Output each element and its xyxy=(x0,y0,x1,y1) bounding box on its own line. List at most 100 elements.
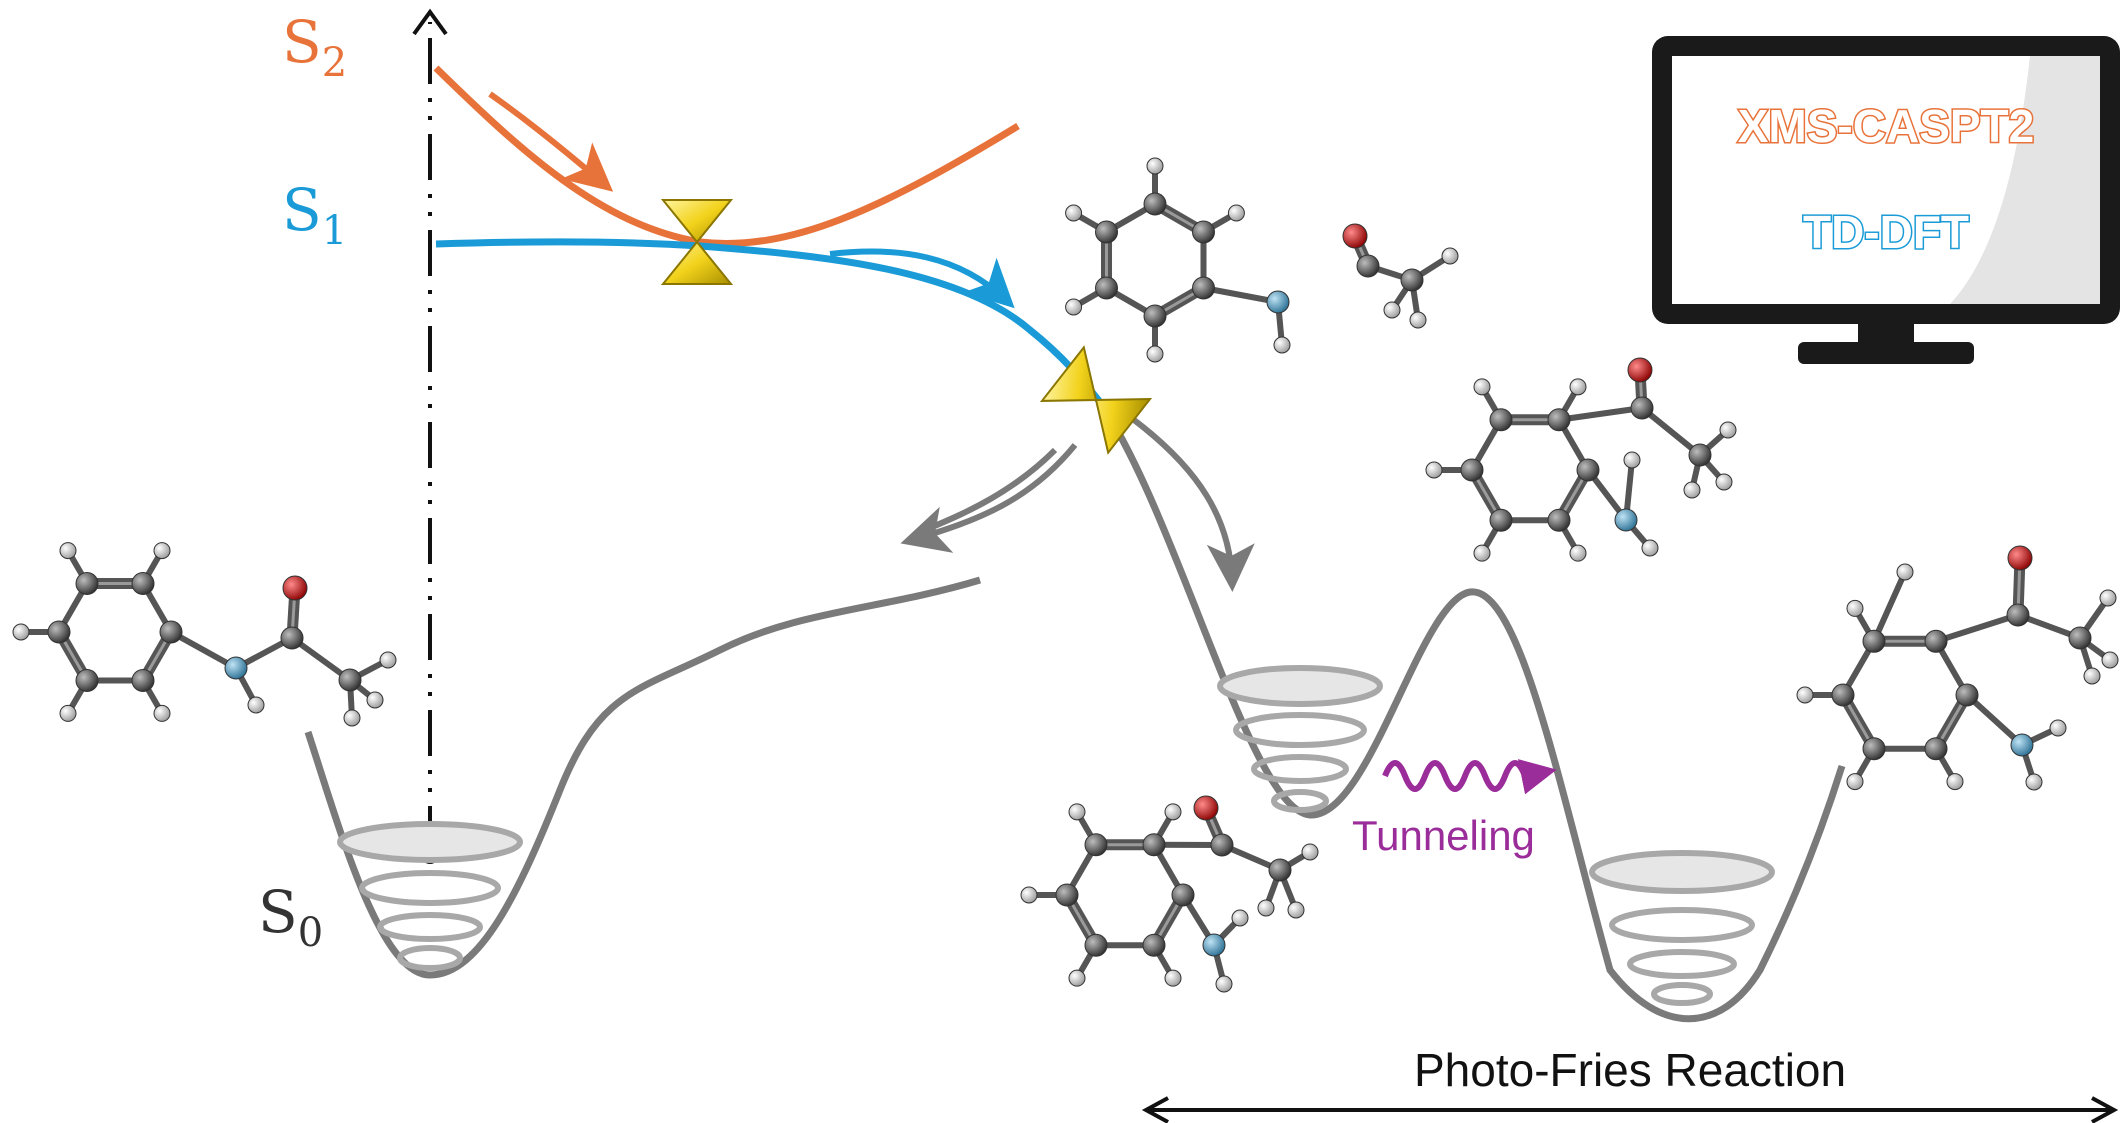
atom-h xyxy=(1715,473,1733,491)
atom-h xyxy=(1273,336,1291,354)
molecule-intermediate-top xyxy=(1425,357,1737,562)
atom-h xyxy=(2083,667,2101,685)
atom-h xyxy=(1065,204,1083,222)
atom-n xyxy=(1266,290,1290,314)
atom-c xyxy=(1171,883,1195,907)
atom-h xyxy=(1641,539,1659,557)
atom-c xyxy=(1095,220,1119,244)
conical-intersection-s1-s0 xyxy=(1039,345,1153,455)
atom-h xyxy=(1065,298,1083,316)
atom-c xyxy=(1460,458,1484,482)
atom-o xyxy=(1342,223,1368,249)
atom-c xyxy=(1210,833,1234,857)
atom-h xyxy=(379,651,397,669)
atom-h xyxy=(1146,157,1164,175)
atom-h xyxy=(1683,481,1701,499)
atom-h xyxy=(153,704,171,722)
s1-label: S1 xyxy=(282,176,347,254)
atom-h xyxy=(1227,204,1245,222)
atom-h xyxy=(1623,451,1641,469)
atom-h xyxy=(1287,901,1305,919)
atom-h xyxy=(1846,773,1864,791)
atom-n xyxy=(224,656,248,680)
atom-c xyxy=(1142,833,1166,857)
atom-h xyxy=(59,542,77,560)
atom-c xyxy=(1191,276,1215,300)
atom-h xyxy=(2101,651,2119,669)
vibrational-levels-intermediate xyxy=(1217,665,1383,813)
atom-c xyxy=(1084,833,1108,857)
vibrational-levels-product xyxy=(1589,850,1775,1006)
s2-surface xyxy=(433,65,1020,247)
s2-label: S2 xyxy=(282,8,347,86)
atom-h xyxy=(1846,599,1864,617)
atom-c xyxy=(2068,626,2092,650)
atom-c xyxy=(280,626,304,650)
atom-c xyxy=(1095,276,1119,300)
atom-c xyxy=(1191,220,1215,244)
atom-c xyxy=(131,572,155,596)
atom-c xyxy=(2006,603,2030,627)
atom-c xyxy=(1084,933,1108,957)
molecule-acetyl-radical xyxy=(1342,223,1459,329)
atom-c xyxy=(1143,304,1167,328)
atom-h xyxy=(1473,378,1491,396)
s0-label: S0 xyxy=(258,878,323,956)
atom-h xyxy=(1796,686,1814,704)
atom-c xyxy=(338,668,362,692)
atom-h xyxy=(247,696,265,714)
atom-n xyxy=(2010,733,2034,757)
atom-h xyxy=(1068,969,1086,987)
atom-h xyxy=(1164,969,1182,987)
atom-c xyxy=(1055,883,1079,907)
atom-c xyxy=(131,668,155,692)
s1-surface xyxy=(435,238,1103,405)
atom-h xyxy=(1569,378,1587,396)
atom-c xyxy=(1489,408,1513,432)
molecule-intermediate-bottom xyxy=(1020,795,1319,993)
atom-h xyxy=(1020,886,1038,904)
atom-o xyxy=(282,575,308,601)
conical-intersection-s2-s1 xyxy=(660,199,734,285)
atom-h xyxy=(1146,345,1164,363)
atom-h xyxy=(343,709,361,727)
reaction-label: Photo-Fries Reaction xyxy=(1414,1044,1846,1096)
atom-c xyxy=(1356,254,1380,278)
atom-n xyxy=(1614,508,1638,532)
atom-c xyxy=(1268,858,1292,882)
molecule-anilino-radical xyxy=(1065,157,1291,363)
s2-relaxation-arrow xyxy=(488,91,614,192)
monitor-method-1: XMS-CASPT2 xyxy=(1738,100,2034,152)
atom-h xyxy=(1425,461,1443,479)
atom-h xyxy=(1383,301,1401,319)
atom-c xyxy=(1576,458,1600,482)
atom-c xyxy=(1955,683,1979,707)
tunneling-label: Tunneling xyxy=(1352,812,1535,859)
decay-arrow-back-2 xyxy=(928,447,1058,531)
atom-h xyxy=(1215,975,1233,993)
atom-c xyxy=(75,572,99,596)
atom-h xyxy=(1719,421,1737,439)
atom-c xyxy=(1143,192,1167,216)
atom-h xyxy=(1946,773,1964,791)
decay-arrow-forward xyxy=(1132,417,1255,592)
tunneling-wave-arrow xyxy=(1382,759,1557,795)
atom-h xyxy=(12,623,30,641)
atom-h xyxy=(59,704,77,722)
atom-n xyxy=(1202,933,1226,957)
atom-h xyxy=(366,691,384,709)
molecules xyxy=(12,157,2119,993)
atom-c xyxy=(1862,629,1886,653)
atom-c xyxy=(47,620,71,644)
atom-h xyxy=(1301,843,1319,861)
atom-h xyxy=(1441,247,1459,265)
s0-surface-right xyxy=(1097,400,1846,1023)
atom-c xyxy=(1924,629,1948,653)
atom-h xyxy=(1231,909,1249,927)
vibrational-levels-s0 xyxy=(337,821,523,971)
s1-relaxation-arrow xyxy=(829,248,1015,309)
decay-arrow-back xyxy=(900,443,1078,553)
atom-o xyxy=(1193,795,1219,821)
atom-o xyxy=(1627,357,1653,383)
